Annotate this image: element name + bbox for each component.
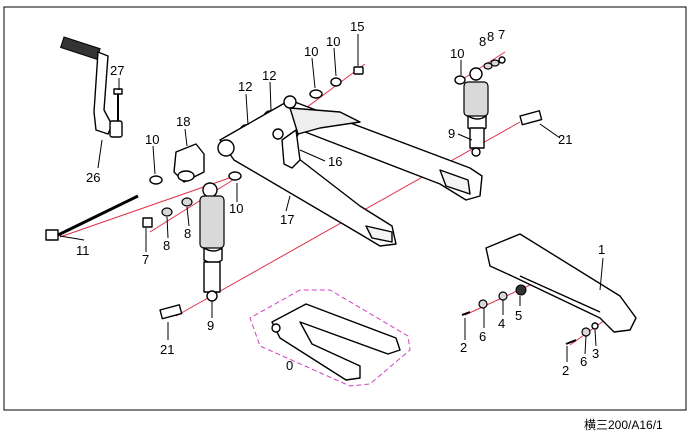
callout-10: 10	[450, 46, 464, 61]
callout-21: 21	[160, 342, 174, 357]
callout-8: 8	[479, 34, 486, 49]
bolt-21-right	[519, 110, 543, 126]
callout-6: 6	[479, 329, 486, 344]
callout-5: 5	[515, 308, 522, 323]
shock-absorber-right	[463, 67, 489, 157]
bush-cover-18	[173, 143, 205, 183]
bracket-16	[272, 128, 301, 169]
washers	[149, 75, 466, 185]
swing-arm-17	[217, 95, 483, 247]
callout-2: 2	[460, 340, 467, 355]
callout-8: 8	[184, 226, 191, 241]
callout-7: 7	[142, 252, 149, 267]
shock-absorber-left	[199, 182, 225, 302]
callout-0: 0	[286, 358, 293, 373]
callout-21: 21	[558, 132, 572, 147]
callout-2: 2	[562, 363, 569, 378]
callout-12: 12	[262, 68, 276, 83]
callout-1: 1	[598, 242, 605, 257]
bolt-21-left	[159, 304, 183, 320]
callout-11: 11	[76, 243, 90, 258]
callout-27: 27	[110, 63, 124, 78]
callout-16: 16	[328, 154, 342, 169]
bolt-7-left	[142, 217, 153, 228]
callout-26: 26	[86, 170, 100, 185]
callout-9: 9	[207, 318, 214, 333]
washers-8-right	[483, 56, 506, 70]
callout-3: 3	[592, 346, 599, 361]
callout-8: 8	[163, 238, 170, 253]
nut-15	[353, 66, 364, 75]
callout-8: 8	[487, 29, 494, 44]
bolt-27	[113, 88, 123, 121]
callout-10: 10	[304, 44, 318, 59]
callout-15: 15	[350, 19, 364, 34]
callout-10: 10	[326, 34, 340, 49]
washers-8-left	[161, 197, 193, 217]
callout-18: 18	[176, 114, 190, 129]
kick-starter-arm	[59, 36, 123, 138]
callout-6: 6	[580, 354, 587, 369]
callout-labels: 27 26 18 10 10 12 12 10 10 15 17 16 11 7…	[76, 19, 605, 378]
fasteners-lower	[461, 299, 599, 345]
drawing-frame	[3, 6, 687, 411]
swing-arm-assembly-0	[249, 289, 411, 387]
callout-17: 17	[280, 212, 294, 227]
callout-7: 7	[498, 27, 505, 42]
callout-9: 9	[448, 126, 455, 141]
callout-4: 4	[498, 316, 505, 331]
drawing-code: 横三200/A16/1	[584, 418, 663, 432]
chain-case-1	[485, 233, 637, 333]
leader-lines	[59, 34, 604, 362]
callout-12: 12	[238, 79, 252, 94]
pivot-shaft-11	[45, 194, 139, 241]
callout-10: 10	[145, 132, 159, 147]
callout-10: 10	[229, 201, 243, 216]
